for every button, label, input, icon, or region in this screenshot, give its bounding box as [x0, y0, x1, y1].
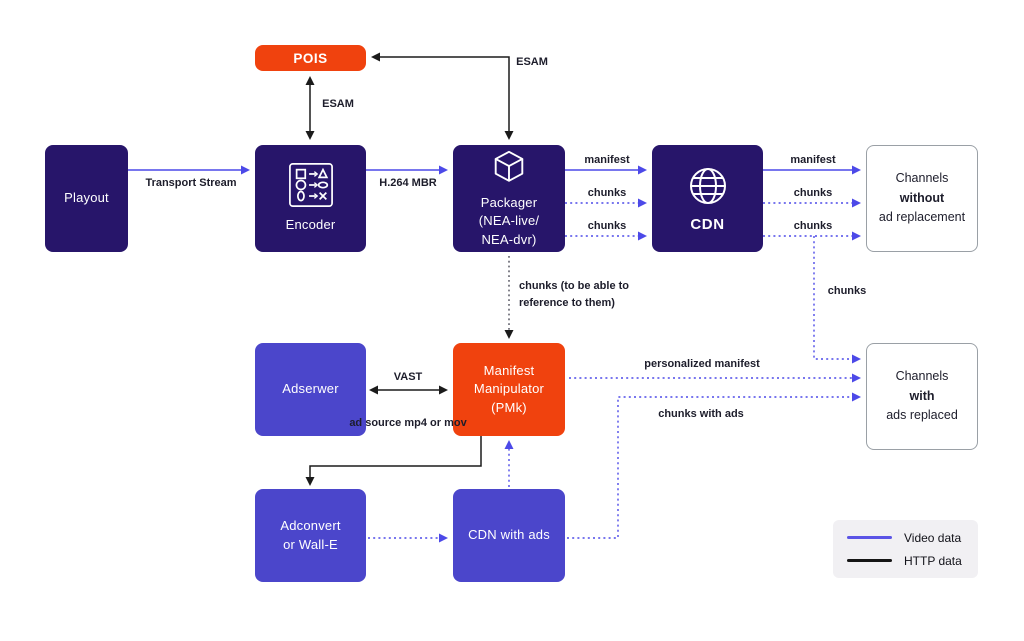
channels-with-line3: ads replaced: [886, 408, 958, 423]
edge-manipulator-adconvert: [305, 436, 482, 486]
manifest-manipulator-label: Manifest Manipulator (PMk): [473, 363, 545, 415]
edge-esam-packager-pois: [371, 52, 514, 140]
node-packager: Packager (NEA-live/ NEA-dvr): [453, 145, 565, 252]
label-chunks-reference: chunks (to be able to reference to them): [519, 280, 630, 310]
channels-with-line2: with: [909, 388, 935, 403]
http-data-line-swatch: [847, 559, 892, 562]
adconvert-label: Adconvert or Wall-E: [280, 518, 341, 552]
label-chunks-4: chunks: [793, 220, 833, 232]
legend-row-video: Video data: [847, 531, 964, 545]
node-cdn: CDN: [652, 145, 763, 252]
cdn-label: CDN: [690, 216, 725, 233]
node-cdn-with-ads: CDN with ads: [453, 489, 565, 582]
adserwer-label: Adserwer: [282, 381, 339, 397]
playout-label: Playout: [64, 190, 109, 206]
node-playout: Playout: [45, 145, 128, 252]
label-chunks-1: chunks: [587, 187, 627, 199]
edge-chunks-branch-to-channels-with: [813, 236, 861, 364]
legend-row-http: HTTP data: [847, 554, 964, 568]
node-manifest-manipulator: Manifest Manipulator (PMk): [453, 343, 565, 436]
label-esam-packager: ESAM: [516, 56, 548, 68]
label-ad-source: ad source mp4 or mov: [349, 417, 467, 429]
label-chunks-3: chunks: [793, 187, 833, 199]
packager-label: Packager (NEA-live/ NEA-dvr): [478, 195, 540, 247]
http-data-label: HTTP data: [904, 553, 962, 568]
node-channels-with: Channels with ads replaced: [866, 343, 978, 450]
label-manifest-2: manifest: [790, 154, 836, 166]
node-pois: POIS: [255, 45, 366, 71]
node-channels-without: Channels without ad replacement: [866, 145, 978, 252]
node-encoder: Encoder: [255, 145, 366, 252]
cdn-with-ads-label: CDN with ads: [468, 527, 550, 543]
globe-icon: [689, 168, 726, 204]
label-personalized-manifest: personalized manifest: [644, 358, 760, 370]
pois-label: POIS: [293, 50, 328, 66]
label-chunks-branch: chunks: [827, 285, 867, 297]
node-adconvert: Adconvert or Wall-E: [255, 489, 366, 582]
cube-icon: [494, 151, 524, 182]
legend: Video data HTTP data: [833, 520, 978, 578]
channels-with-line1: Channels: [895, 369, 949, 384]
encoder-label: Encoder: [285, 217, 336, 233]
channels-without-line2: without: [899, 190, 945, 205]
node-adserwer: Adserwer: [255, 343, 366, 436]
label-manifest-1: manifest: [584, 154, 630, 166]
video-data-label: Video data: [904, 530, 962, 545]
label-esam-encoder: ESAM: [322, 98, 354, 110]
channels-without-line3: ad replacement: [878, 210, 966, 225]
edge-chunks-with-ads: [567, 392, 861, 539]
channels-without-line1: Channels: [895, 171, 949, 186]
label-chunks-with-ads: chunks with ads: [658, 408, 744, 420]
label-h264: H.264 MBR: [379, 177, 437, 189]
video-data-line-swatch: [847, 536, 892, 539]
label-transport-stream: Transport Stream: [145, 177, 237, 189]
label-chunks-2: chunks: [587, 220, 627, 232]
label-vast: VAST: [393, 371, 423, 383]
shapes-transform-icon: [288, 163, 333, 208]
